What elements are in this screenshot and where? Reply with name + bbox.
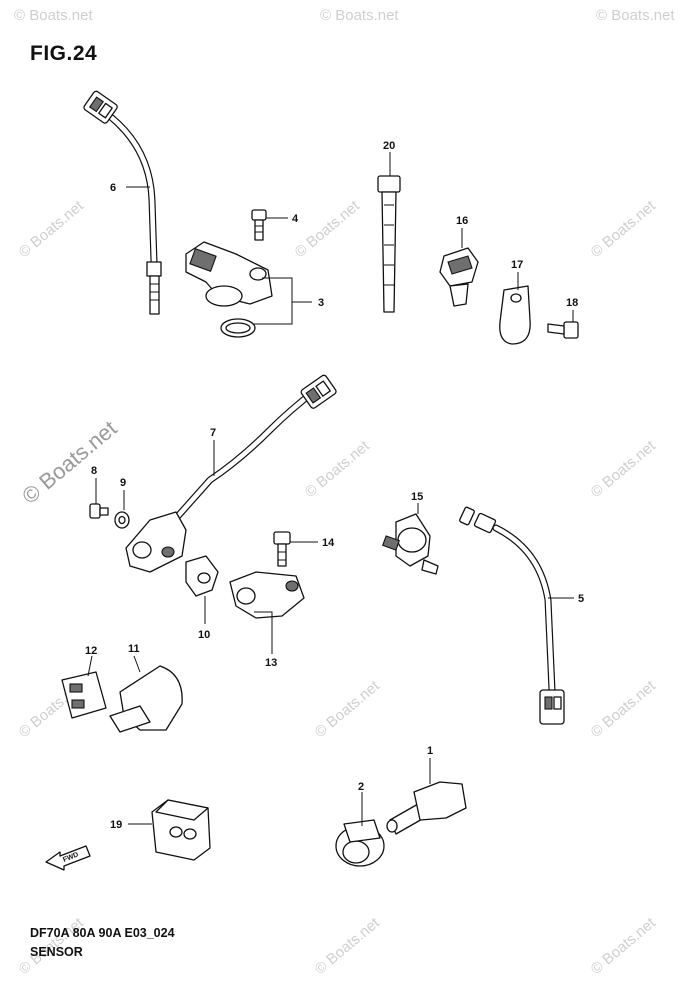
callout-5: 5 [578,593,584,605]
part-16-clip [439,247,479,307]
callout-3: 3 [318,297,324,309]
callout-4: 4 [292,213,299,225]
callout-6: 6 [110,182,116,194]
watermark-text: © Boats.net [14,7,93,24]
callout-8: 8 [91,465,97,477]
callout-15: 15 [411,491,423,503]
callout-10: 10 [198,629,210,641]
callout-16: 16 [456,215,468,227]
part-20-cable-tie [377,175,401,313]
part-13-sensor [229,571,305,619]
watermark-text: © Boats.net [588,197,660,261]
leader-lines [87,152,574,826]
part-19-module [151,799,211,861]
callout-9: 9 [120,477,126,489]
watermark-text: © Boats.net [302,437,374,501]
watermark-text: © Boats.net [312,677,384,741]
part-12-cover [61,671,107,719]
callout-14: 14 [322,537,335,549]
callout-7: 7 [210,427,216,439]
callout-19: 19 [110,819,122,831]
part-6-sensor-cable [83,90,162,315]
model-code: DF70A 80A 90A E03_024 [30,926,175,940]
watermark-text: © Boats.net [16,197,88,261]
watermark-text: © Boats.net [320,7,399,24]
part-7-sensor-harness [125,374,337,573]
forward-arrow-icon: FWD [45,845,91,871]
watermark-text: © Boats.net [588,437,660,501]
part-3-sensor [185,241,273,338]
part-18-bolt [547,321,579,339]
part-5-sensor-cable [459,506,565,725]
section-name: SENSOR [30,945,83,959]
watermark-text: © Boats.net [292,197,364,261]
part-10-clip [185,555,219,597]
callout-2: 2 [358,781,364,793]
callout-18: 18 [566,297,578,309]
callout-11: 11 [128,643,140,655]
part-8-bolt [89,503,109,519]
part-14-bolt [273,531,291,567]
callout-12: 12 [85,645,97,657]
callout-13: 13 [265,657,277,669]
part-17-clamp [499,285,531,345]
watermark-text: © Boats.net [596,7,675,24]
callout-labels: 6 4 3 20 16 17 18 7 8 9 10 14 13 15 5 12… [85,140,584,831]
callout-17: 17 [511,259,523,271]
watermark-text: © Boats.net [588,677,660,741]
callout-1: 1 [427,745,433,757]
watermark-text: © Boats.net [312,914,384,978]
part-9-washer [114,511,130,529]
watermark-text: © Boats.net [17,416,121,509]
figure-title: FIG.24 [30,42,98,65]
part-11-cover [109,665,183,733]
part-1-temperature-sensor [386,781,467,835]
watermark-text: © Boats.net [588,914,660,978]
part-2-grommet [335,819,385,867]
part-15-pressure-switch [382,513,439,575]
part-4-bolt [251,209,267,241]
callout-20: 20 [383,140,395,152]
